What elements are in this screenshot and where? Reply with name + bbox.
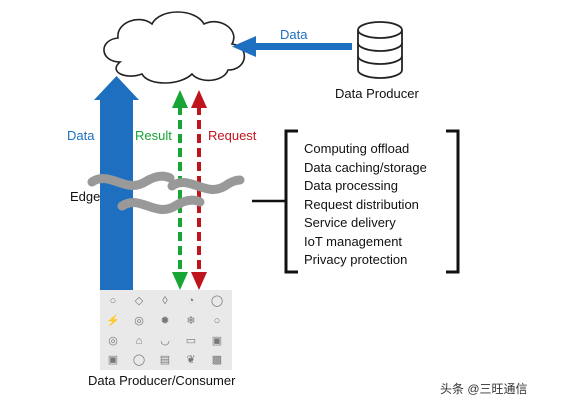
cloud-icon [103, 11, 246, 84]
function-item: Data caching/storage [304, 159, 427, 175]
leaf-icon: ❦ [186, 354, 196, 366]
hand-icon: ◊ [162, 295, 168, 307]
data-label-top: Data [280, 27, 308, 42]
fan-icon: ✹ [160, 315, 170, 327]
request-arrow [191, 90, 207, 290]
gauge-icon: ◔ [187, 295, 195, 307]
bolt-icon: ⚡ [106, 315, 120, 327]
function-item: Request distribution [304, 196, 419, 212]
function-item: IoT management [304, 233, 403, 249]
camera-icon: ▣ [107, 354, 119, 366]
right-bracket [446, 129, 460, 274]
edge-wave [87, 171, 245, 214]
edge-label: Edge [70, 189, 101, 204]
clipboard-icon: ▤ [159, 354, 171, 366]
database-icon [357, 21, 403, 79]
watermark: 头条 @三旺通信 [440, 382, 528, 396]
circle-icon: ○ [213, 315, 221, 327]
data-to-cloud-arrow [232, 36, 352, 57]
target-icon: ◎ [134, 315, 144, 327]
house-icon: ⌂ [135, 335, 143, 347]
function-item: Privacy protection [304, 252, 408, 267]
function-item: Computing offload [304, 141, 410, 156]
result-arrow [172, 90, 188, 290]
radio-icon: ▩ [211, 354, 223, 366]
data-label-left: Data [67, 128, 95, 143]
dome-icon: ◡ [160, 335, 170, 347]
ring-icon: ◯ [132, 354, 146, 366]
drop-icon: ◇ [134, 295, 144, 307]
data-producer-label: Data Producer [335, 86, 419, 101]
ring-icon: ◎ [108, 335, 118, 347]
function-item: Data processing [304, 178, 398, 193]
screen-icon: ▭ [185, 335, 197, 347]
consumer-label: Data Producer/Consumer [88, 373, 236, 388]
data-upload-arrow [94, 76, 139, 290]
function-item: Service delivery [304, 215, 396, 230]
request-label: Request [208, 128, 257, 143]
edge-function-list: Computing offload Data caching/storage D… [304, 140, 427, 270]
bulb-icon: ○ [109, 295, 117, 307]
snowflake-icon: ❄ [186, 315, 196, 327]
key-icon: ◯ [210, 295, 224, 307]
result-label: Result [135, 128, 172, 143]
box-icon: ▣ [211, 335, 223, 347]
device-icon-grid: ○ ◇ ◊ ◔ ◯ ⚡ ◎ ✹ ❄ ○ ◎ ⌂ ◡ ▭ ▣ ▣ ◯ ▤ ❦ ▩ [100, 290, 232, 370]
left-bracket [284, 129, 298, 274]
